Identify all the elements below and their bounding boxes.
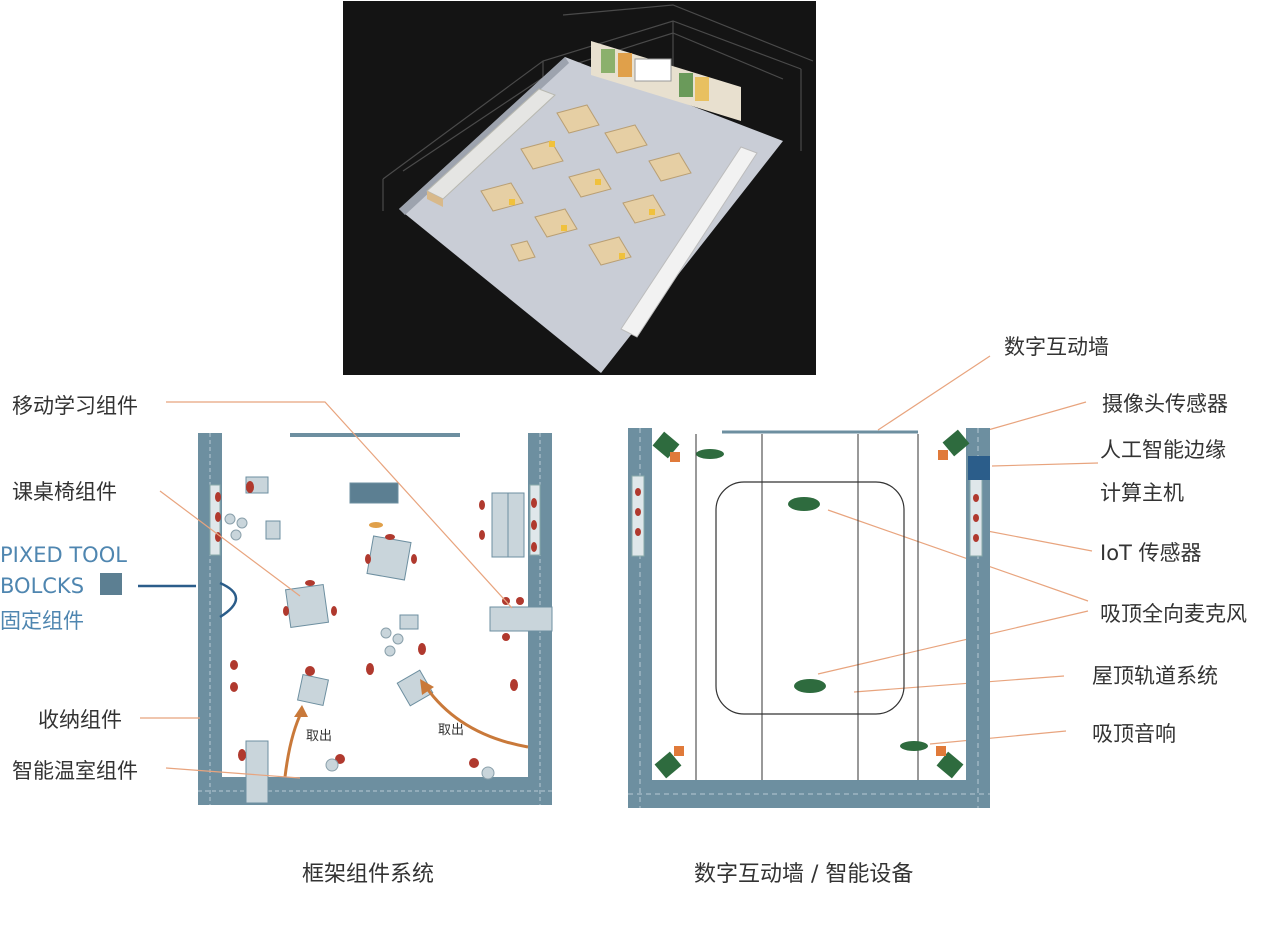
ai-edge-computer: [968, 456, 990, 480]
render-illustration: [382, 4, 814, 373]
3d-classroom-render: [343, 1, 816, 375]
smart-device-plan: [628, 428, 990, 808]
label-ai-edge-1: 人工智能边缘: [1100, 438, 1226, 462]
ceiling-mic-1: [788, 497, 820, 511]
label-digital-wall: 数字互动墙: [1004, 335, 1109, 359]
camera-sensors: [652, 429, 970, 779]
label-desk-chair: 课桌椅组件: [12, 480, 117, 504]
label-fixed-tool-en-2: BOLCKS: [0, 574, 85, 598]
label-fixed-tool-en-1: PIXED TOOL: [0, 543, 127, 567]
ceiling-mic-2: [794, 679, 826, 693]
mobile-learning-unit: [489, 606, 553, 632]
label-ceiling-track: 屋顶轨道系统: [1092, 664, 1218, 688]
label-storage: 收纳组件: [38, 708, 122, 732]
label-ai-edge-2: 计算主机: [1100, 481, 1184, 505]
ceiling-speaker: [900, 741, 928, 751]
arrow-take-out-2: [424, 686, 529, 749]
ceiling-track-system: [695, 434, 919, 780]
label-greenhouse: 智能温室组件: [12, 759, 138, 783]
label-iot-sensor: IoT 传感器: [1100, 541, 1202, 565]
label-fixed-tool-cn: 固定组件: [0, 609, 84, 633]
frame-component-plan: [198, 433, 553, 805]
arrow-label-take-out-1: 取出: [306, 729, 333, 744]
label-mobile-learning: 移动学习组件: [12, 394, 138, 418]
caption-smart-devices: 数字互动墙 / 智能设备: [694, 862, 914, 887]
arrow-label-take-out-2: 取出: [438, 723, 465, 738]
label-camera-sensor: 摄像头传感器: [1102, 392, 1228, 416]
caption-frame-system: 框架组件系统: [302, 862, 435, 887]
label-ceiling-mic: 吸顶全向麦克风: [1100, 602, 1247, 626]
fixed-tool-swatch: [100, 573, 122, 595]
label-ceiling-speaker: 吸顶音响: [1092, 722, 1176, 746]
